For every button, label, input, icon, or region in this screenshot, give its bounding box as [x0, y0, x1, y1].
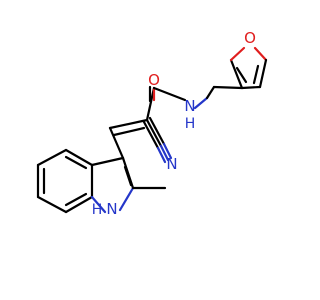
indole-benzene-ring — [36, 148, 94, 214]
indole-hydrogen-label: H — [92, 202, 103, 218]
nitrile-group — [142, 116, 173, 164]
carbonyl-oxygen-label: O — [148, 71, 160, 89]
furan-ring — [229, 46, 268, 90]
vinyl-linker — [108, 118, 149, 160]
amide-hydrogen-label: H — [185, 116, 196, 132]
structure-svg: O N H N O H N — [36, 29, 268, 218]
indole-pyrrole-ring — [90, 156, 135, 214]
molecule-diagram: O N H N O H N — [36, 29, 268, 218]
n-methylene-link — [193, 85, 244, 110]
indole-nitrogen-label: N — [106, 200, 117, 218]
furan-oxygen-label: O — [244, 29, 256, 47]
nitrile-nitrogen-label: N — [166, 155, 177, 173]
amide-carbonyl — [145, 85, 187, 122]
amide-nitrogen-label: N — [184, 97, 195, 115]
